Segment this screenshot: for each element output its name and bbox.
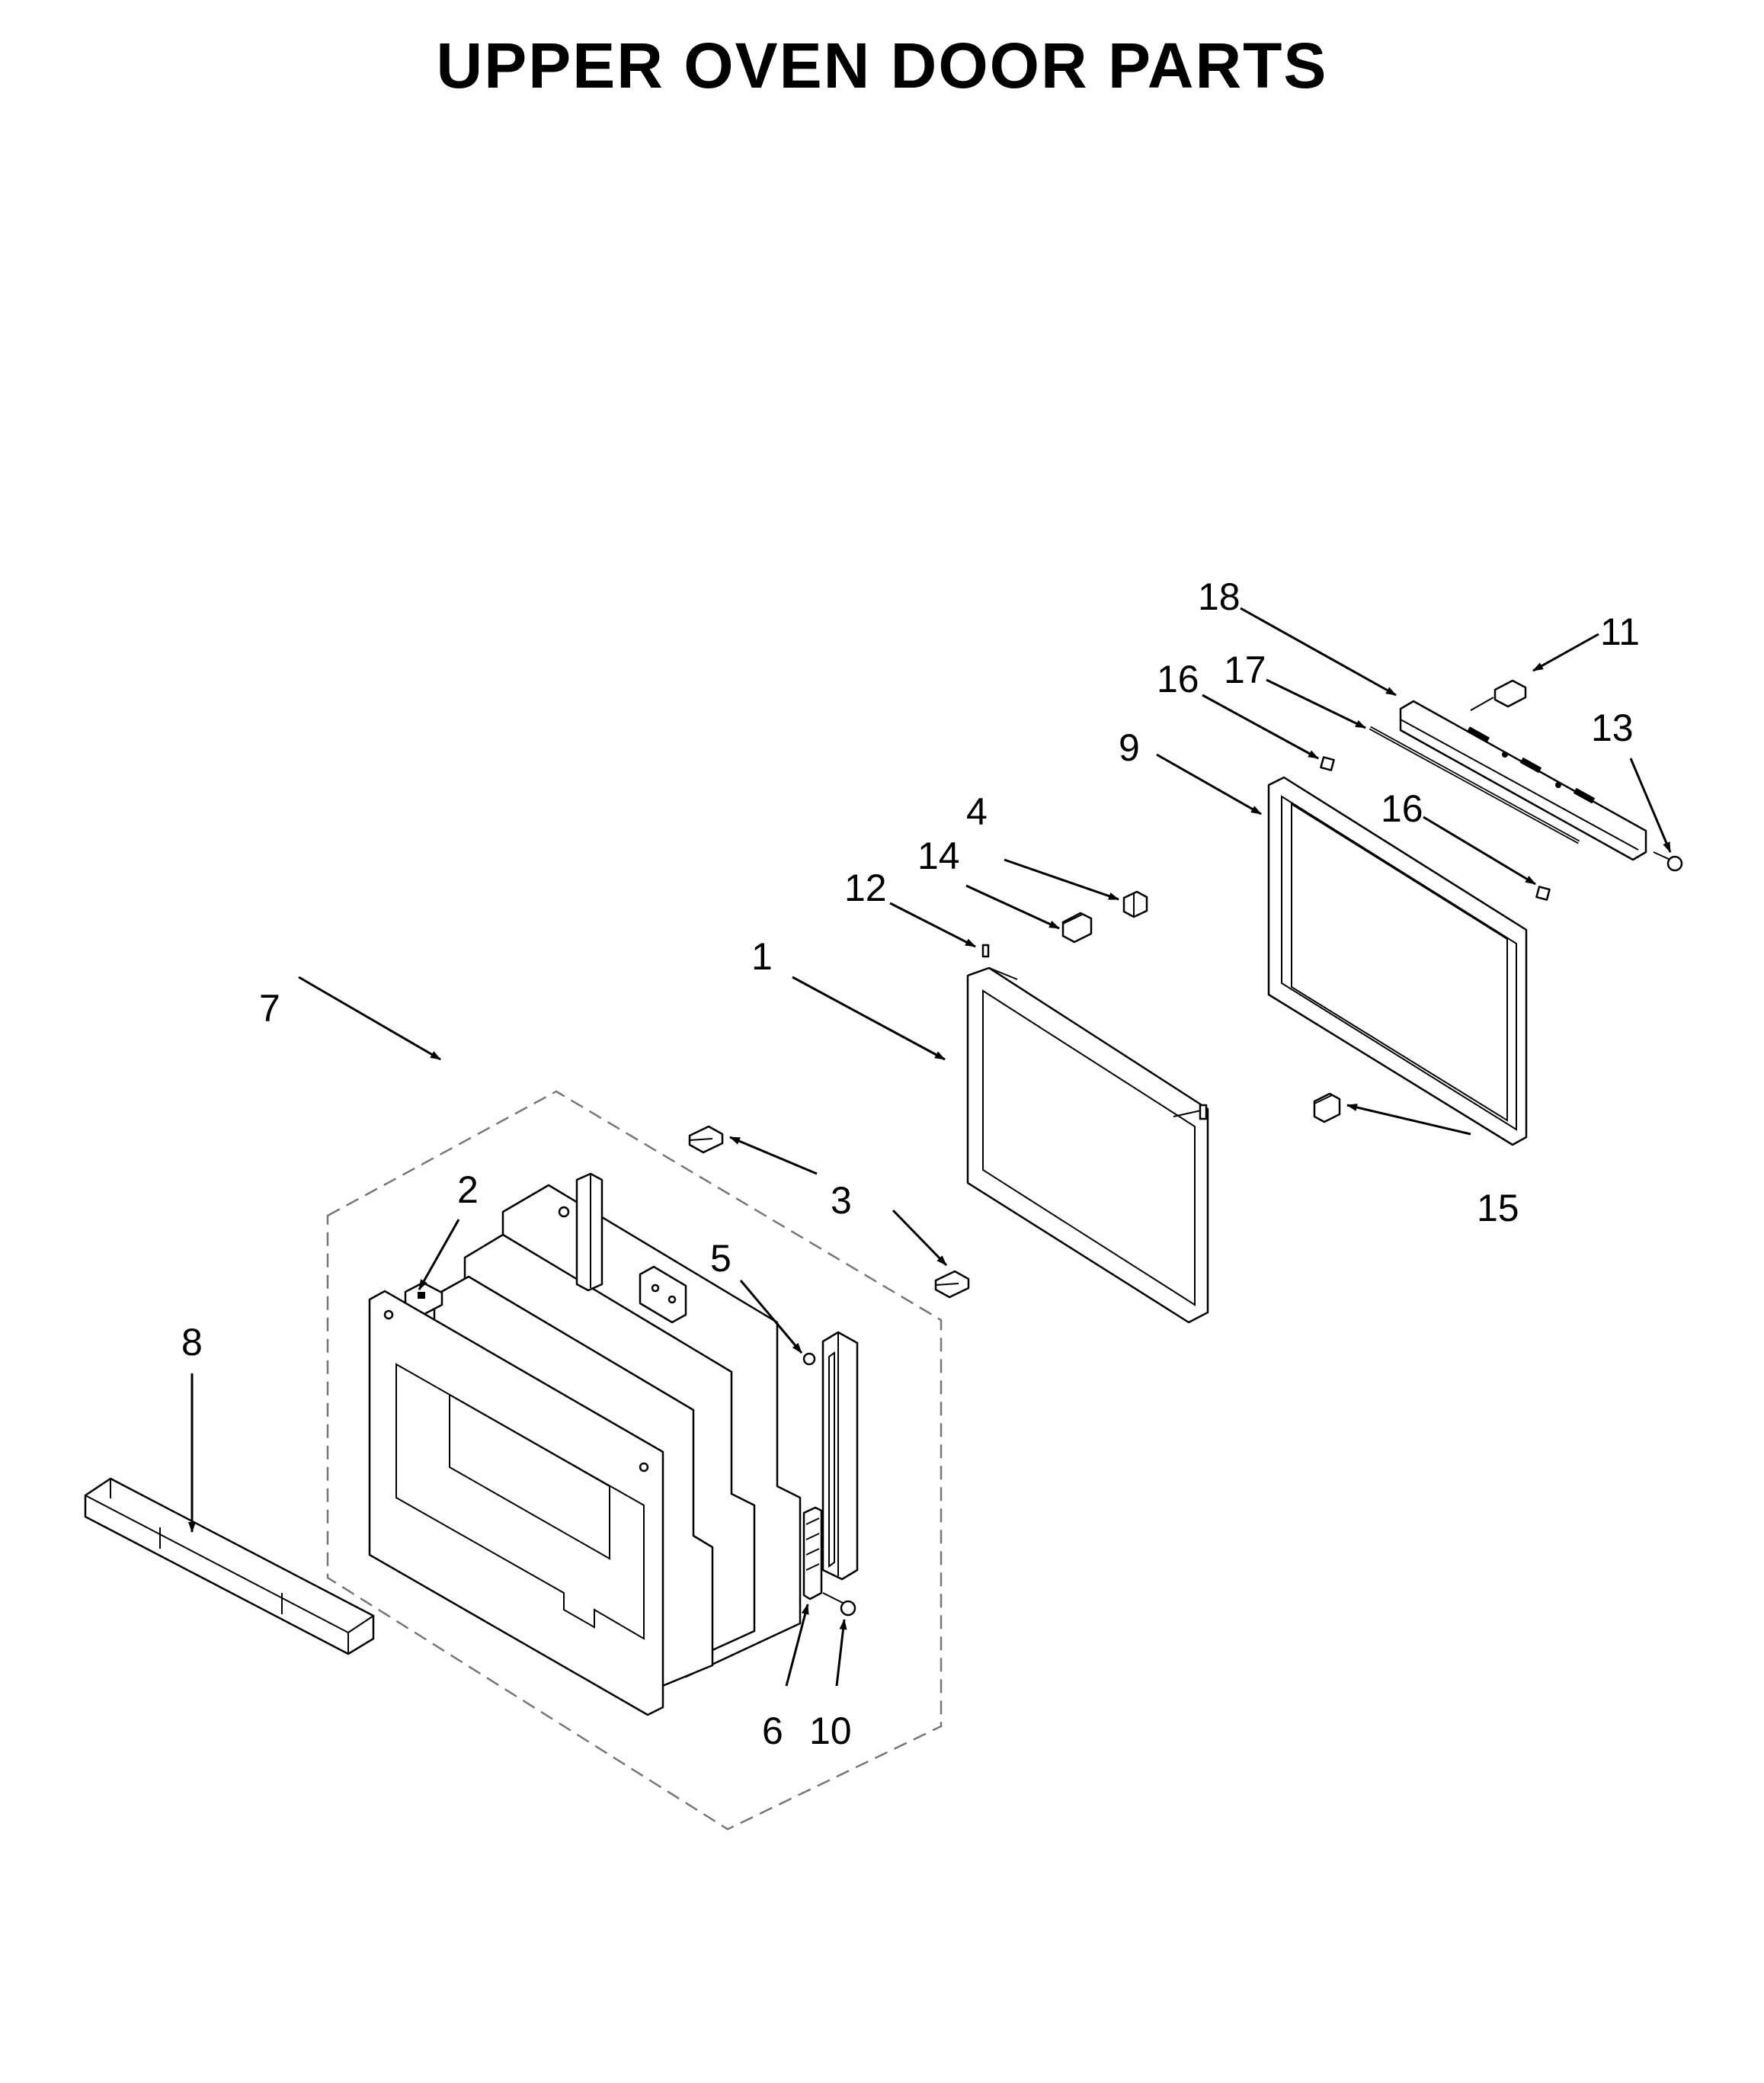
leader-16a — [1202, 694, 1319, 760]
callout-8: 8 — [181, 1321, 203, 1364]
door-bracket — [1122, 890, 1148, 918]
callout-18: 18 — [1198, 575, 1241, 618]
callout-3: 3 — [831, 1179, 852, 1222]
door-side-rail-left — [558, 1172, 603, 1292]
callout-5: 5 — [710, 1237, 732, 1280]
glass-top-bracket — [639, 1265, 687, 1324]
callout-10: 10 — [809, 1710, 852, 1752]
door-top-rail — [1399, 700, 1647, 861]
door-hinge — [802, 1506, 823, 1601]
callout-4: 4 — [966, 790, 988, 833]
callout-1: 1 — [751, 935, 773, 978]
leader-1 — [792, 976, 946, 1061]
leader-5 — [739, 1280, 803, 1354]
callout-12: 12 — [844, 867, 887, 909]
leader-10 — [835, 1619, 847, 1687]
callout-16-upper: 16 — [1157, 658, 1199, 700]
callout-9: 9 — [1119, 726, 1140, 769]
door-handle — [84, 1477, 375, 1655]
outer-door-panel — [368, 1290, 664, 1716]
door-screw-upper — [688, 1125, 724, 1154]
leader-14 — [965, 884, 1060, 930]
leader-16b — [1423, 816, 1536, 886]
leader-6 — [785, 1604, 809, 1687]
callout-7: 7 — [259, 987, 280, 1030]
door-pad-upper — [1320, 756, 1335, 771]
leader-9 — [1156, 753, 1262, 816]
leader-7 — [298, 976, 441, 1061]
glass-spacer — [981, 944, 990, 958]
callout-11: 11 — [1600, 610, 1640, 653]
leader-11 — [1532, 633, 1599, 672]
leader-3a — [729, 1136, 818, 1175]
leader-4 — [1004, 858, 1119, 901]
callout-2: 2 — [457, 1168, 479, 1211]
door-side-rail-right — [802, 1331, 859, 1581]
callout-16-lower: 16 — [1381, 787, 1423, 830]
callout-17: 17 — [1224, 649, 1266, 691]
leader-18 — [1240, 607, 1397, 697]
callout-6: 6 — [762, 1710, 783, 1752]
page-title: UPPER OVEN DOOR PARTS — [436, 30, 1328, 101]
rail-end-screw — [1653, 851, 1683, 872]
leader-2 — [418, 1219, 460, 1290]
leader-3b — [892, 1209, 948, 1267]
leader-17 — [1266, 678, 1366, 729]
callout-14: 14 — [917, 835, 960, 877]
top-rail-screw — [1470, 679, 1527, 711]
liner-bumper — [1313, 1092, 1341, 1123]
inner-door-frame — [966, 966, 1209, 1324]
leader-15 — [1346, 1104, 1471, 1136]
door-bumper — [1061, 912, 1093, 944]
callout-15: 15 — [1477, 1187, 1519, 1229]
door-screw-lower — [934, 1270, 970, 1299]
door-pad-lower — [1535, 886, 1551, 901]
callout-13: 13 — [1591, 707, 1634, 749]
leader-13 — [1629, 758, 1672, 853]
hinge-screw — [822, 1592, 856, 1617]
door-liner — [1267, 776, 1528, 1146]
door-assembly-outline — [326, 1090, 943, 1831]
leader-12 — [889, 902, 976, 948]
